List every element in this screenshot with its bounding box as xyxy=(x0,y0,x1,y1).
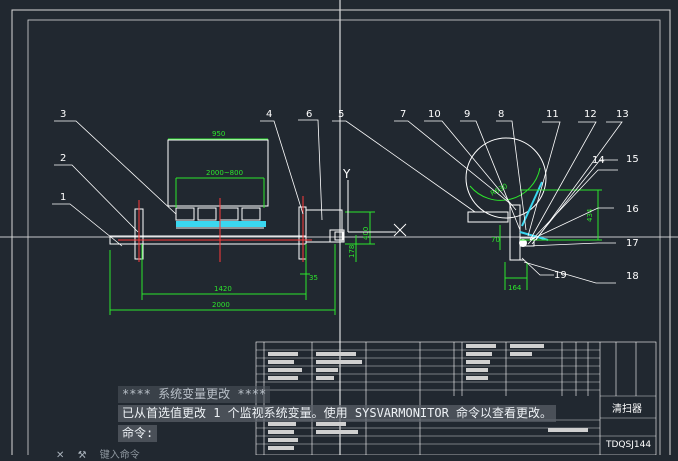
command-history-line-1: **** 系统变量更改 **** xyxy=(118,386,271,403)
balloon-15[interactable]: 15 xyxy=(626,154,639,165)
dim-overall: 2000 xyxy=(212,301,230,309)
dim-left-span: 1420 xyxy=(214,285,232,293)
customize-command-icon[interactable]: ⚒ xyxy=(77,450,87,461)
close-command-icon[interactable]: ✕ xyxy=(56,450,65,461)
side-view xyxy=(465,137,547,261)
command-input-bar[interactable]: ✕ ⚒ 键入命令 xyxy=(56,446,140,461)
side-view-hatch xyxy=(519,181,549,241)
command-history-line-2: 已从首选值更改 1 个监视系统变量。使用 SYSVARMONITOR 命令以查看… xyxy=(118,405,557,422)
parts-list-placeholder-text xyxy=(268,344,588,450)
parts-list-rows xyxy=(256,349,656,445)
title-block-code: TDQSJ144 xyxy=(605,440,651,450)
dim-offset: 35 xyxy=(309,274,318,282)
balloon-10[interactable]: 10 xyxy=(428,109,441,120)
pivot-point xyxy=(519,239,527,247)
command-history-panel: **** 系统变量更改 **** 已从首选值更改 1 个监视系统变量。使用 SY… xyxy=(118,384,580,444)
balloon-16[interactable]: 16 xyxy=(626,204,639,215)
dim-top-width: 950 xyxy=(212,130,225,138)
balloon-19[interactable]: 19 xyxy=(554,270,567,281)
center-lines xyxy=(118,196,312,262)
title-block-title: 清扫器 xyxy=(612,402,642,415)
dim-height-b: 178 xyxy=(348,245,356,258)
balloon-18[interactable]: 18 xyxy=(626,271,639,282)
leader-lines xyxy=(52,119,623,284)
drawing-frame-inner xyxy=(27,19,661,455)
balloon-3[interactable]: 3 xyxy=(60,109,66,120)
viewport-corner-icon xyxy=(0,0,7,7)
balloon-14[interactable]: 14 xyxy=(592,155,605,166)
drawing-frame-outer xyxy=(11,9,671,455)
command-prompt-label: 命令: xyxy=(118,425,158,442)
balloon-13[interactable]: 13 xyxy=(616,109,629,120)
scraper-blade xyxy=(176,221,266,227)
dim-lines-front xyxy=(109,138,375,315)
front-view xyxy=(109,139,345,260)
balloon-7[interactable]: 7 xyxy=(400,109,406,120)
dim-side-width: 164 xyxy=(508,284,522,292)
balloon-2[interactable]: 2 xyxy=(60,153,66,164)
dim-side-height: 434 xyxy=(586,208,594,222)
dim-lines-side xyxy=(469,167,602,290)
dim-inner-width: 2000~800 xyxy=(206,169,243,177)
ucs-icon xyxy=(334,180,407,241)
command-input[interactable]: 键入命令 xyxy=(99,450,140,461)
dim-height-a: 400 xyxy=(362,227,370,240)
dim-side-a: 70 xyxy=(491,236,500,244)
ucs-y-label: Y xyxy=(342,167,351,181)
balloon-12[interactable]: 12 xyxy=(584,109,597,120)
balloon-4[interactable]: 4 xyxy=(266,109,272,120)
balloon-6[interactable]: 6 xyxy=(306,109,312,120)
balloon-17[interactable]: 17 xyxy=(626,238,639,249)
balloon-8[interactable]: 8 xyxy=(498,109,504,120)
balloon-5[interactable]: 5 xyxy=(338,109,344,120)
balloon-1[interactable]: 1 xyxy=(60,192,66,203)
balloon-11[interactable]: 11 xyxy=(546,109,559,120)
balloon-9[interactable]: 9 xyxy=(464,109,470,120)
